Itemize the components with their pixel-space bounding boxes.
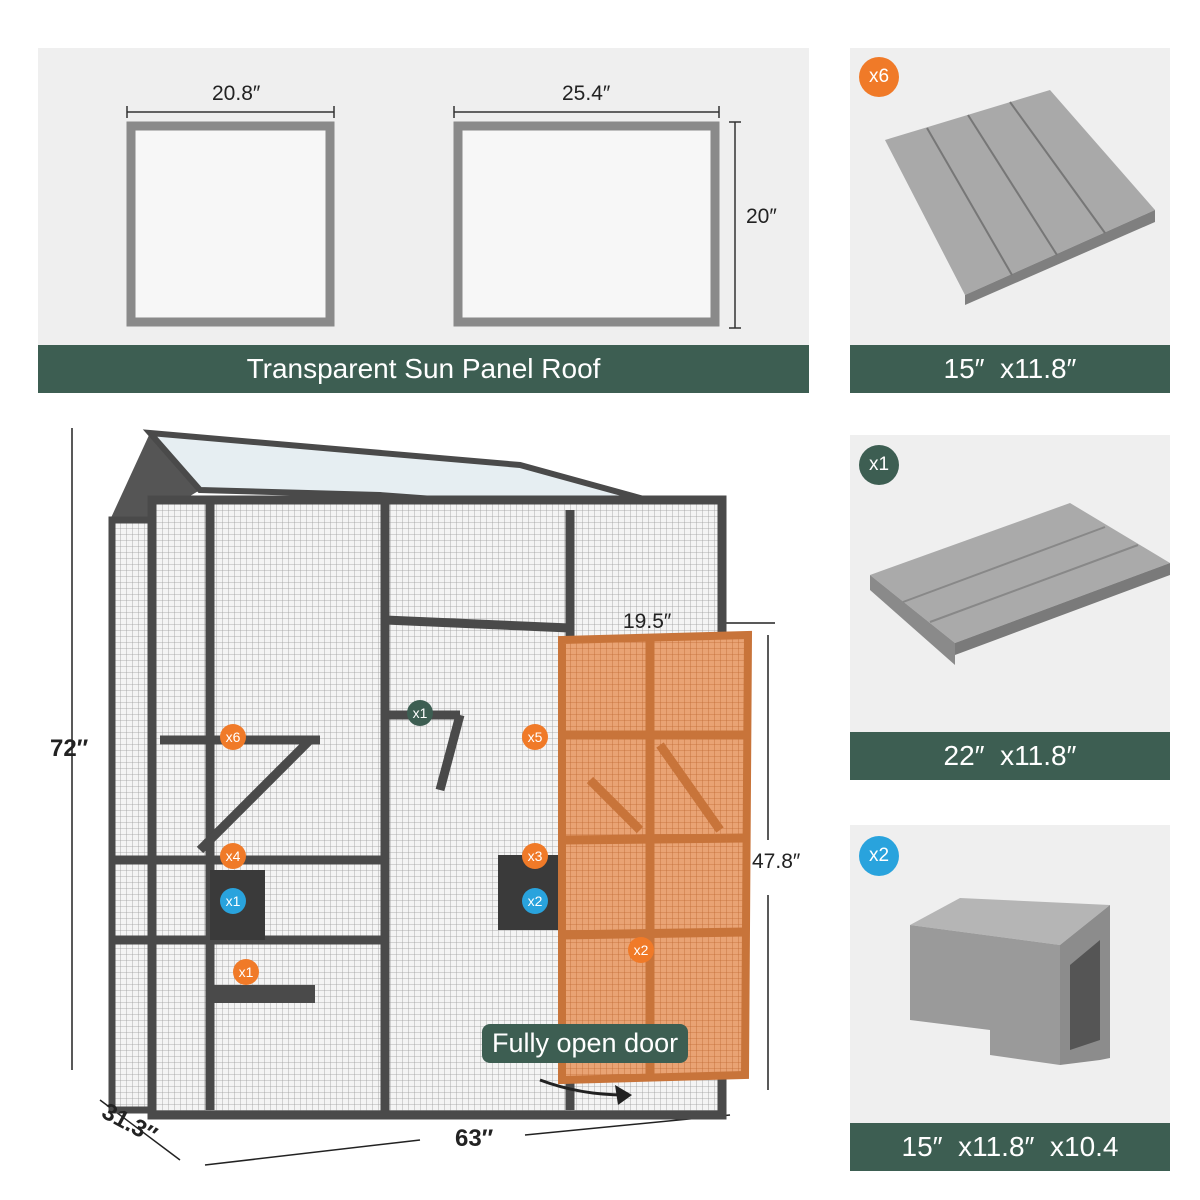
marker-badge: x3	[522, 843, 548, 869]
fully-open-door-label: Fully open door	[482, 1024, 689, 1063]
qty-badge: x1	[859, 445, 899, 485]
marker-badge: x1	[233, 959, 259, 985]
marker-badge: x1	[407, 700, 433, 726]
roof-height: 20″	[746, 205, 777, 228]
qty-badge: x6	[859, 57, 899, 97]
marker-badge: x1	[220, 888, 246, 914]
roof-small-width: 20.8″	[212, 82, 261, 105]
cage-height: 72″	[50, 735, 89, 762]
marker-badge: x4	[220, 843, 246, 869]
part-dims-2: 22″ x11.8″	[850, 732, 1170, 780]
part-dims-1: 15″ x11.8″	[850, 345, 1170, 393]
roof-large-width: 25.4″	[562, 82, 611, 105]
marker-badge: x6	[220, 724, 246, 750]
door-width: 19.5″	[623, 610, 672, 633]
cage-width: 63″	[455, 1125, 494, 1152]
marker-badge: x2	[522, 888, 548, 914]
marker-badge: x2	[628, 937, 654, 963]
marker-badge: x5	[522, 724, 548, 750]
door-height: 47.8″	[752, 850, 801, 873]
part-dims-3: 15″ x11.8″ x10.4	[850, 1123, 1170, 1171]
roof-banner: Transparent Sun Panel Roof	[38, 345, 809, 393]
qty-badge: x2	[859, 836, 899, 876]
